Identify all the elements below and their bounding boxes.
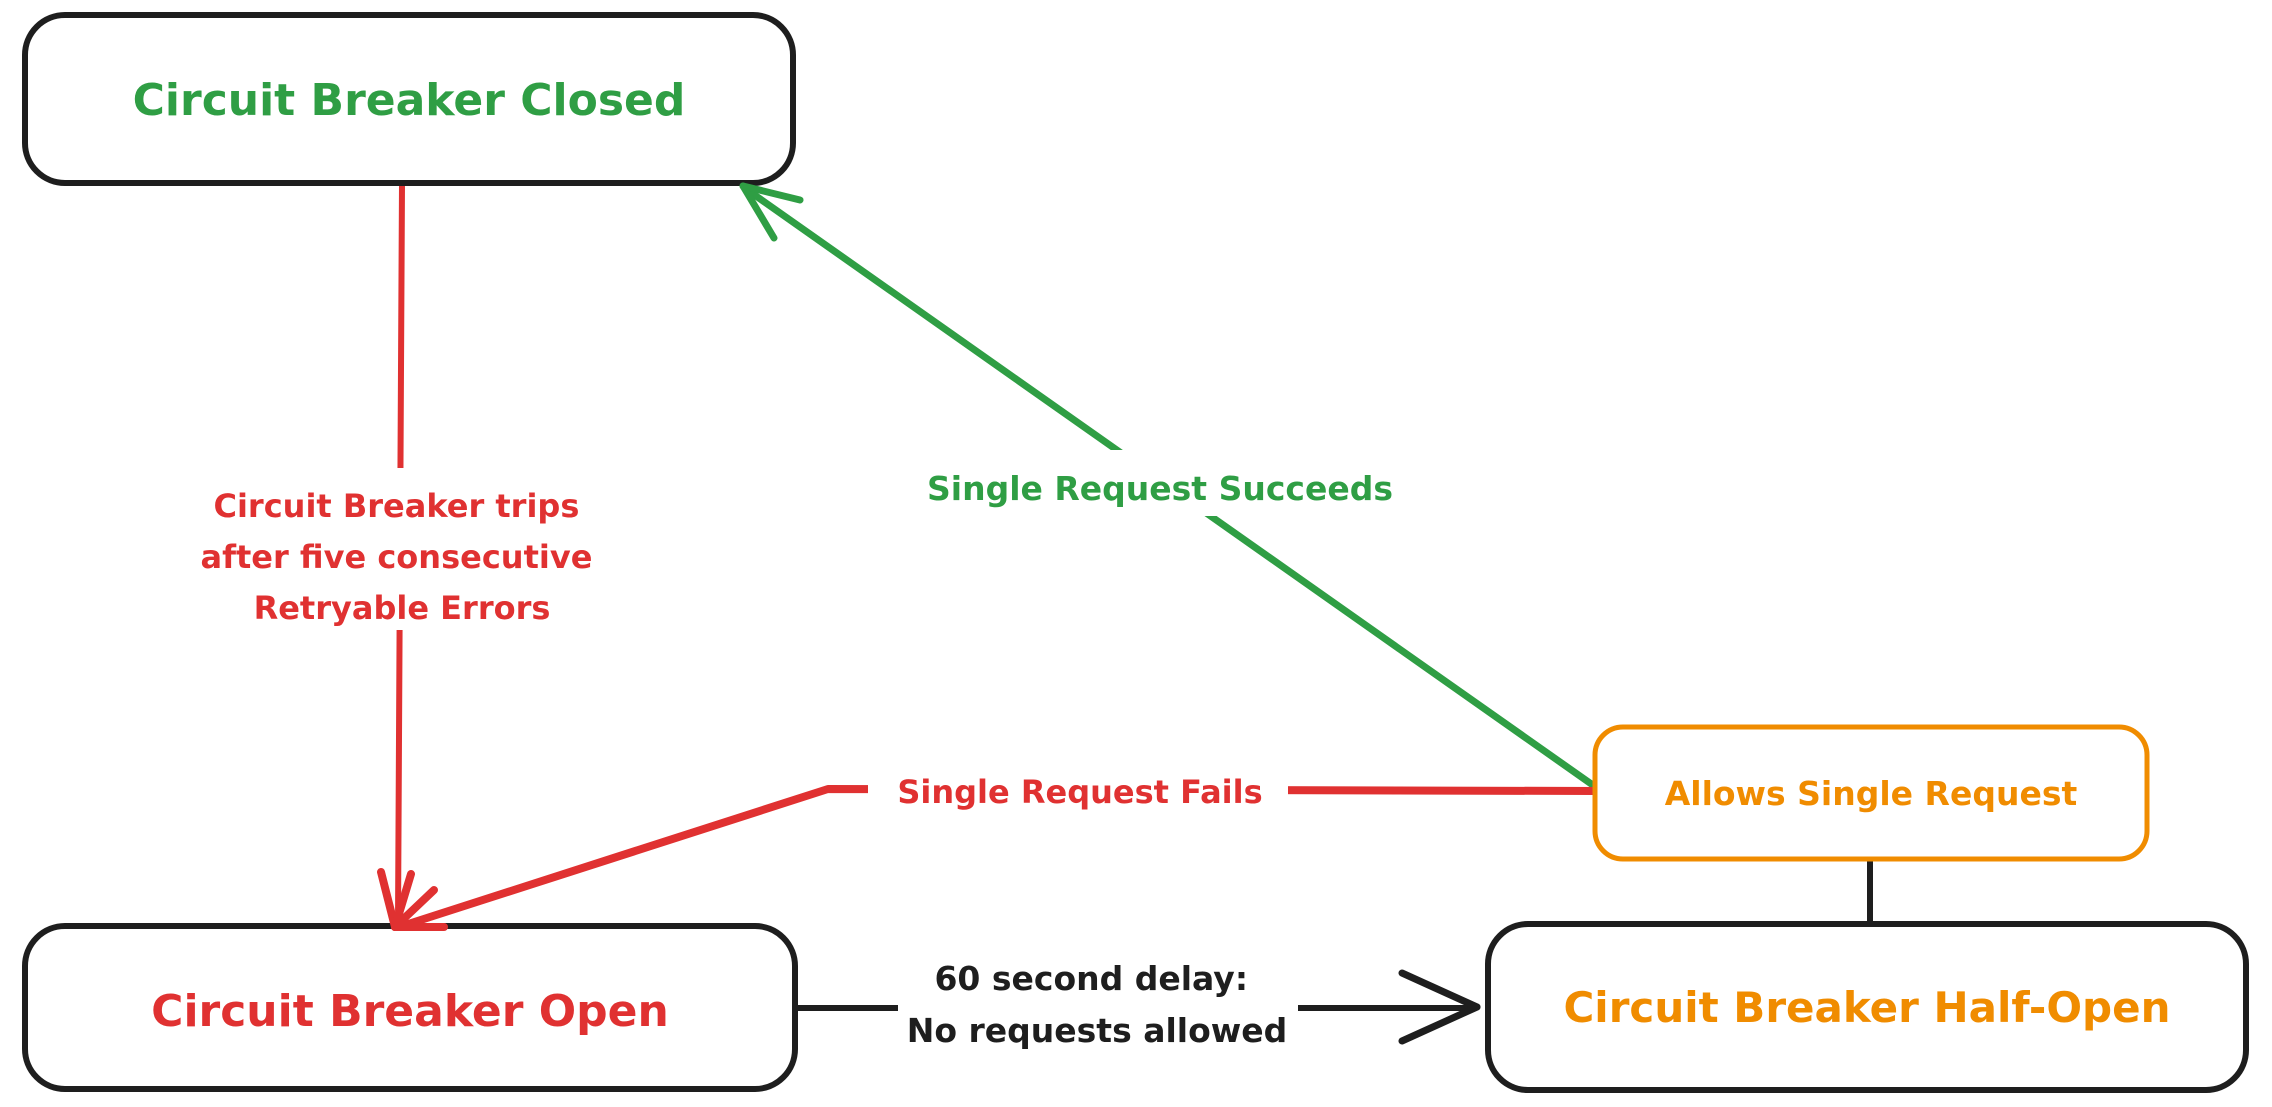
edge-succeeds-label-text: Single Request Succeeds (927, 469, 1393, 508)
edge-trips-label-bg (165, 468, 640, 630)
edge-succeeds-label: Single Request Succeeds (900, 450, 1424, 516)
edge-delay-label: 60 second delay: No requests allowed (898, 948, 1298, 1060)
node-closed-label: Circuit Breaker Closed (133, 75, 686, 126)
edge-delay-label-bg (898, 948, 1298, 1060)
node-allows-single-request-label: Allows Single Request (1665, 774, 2078, 813)
node-half-open-label: Circuit Breaker Half-Open (1563, 983, 2170, 1032)
edge-fails-line (398, 785, 1601, 930)
arrowhead-into-half-open (1398, 969, 1481, 1045)
node-closed-box (22, 12, 796, 186)
edge-succeeds-label-bg (900, 450, 1424, 516)
edge-fails (398, 785, 1601, 930)
edge-fails-label-text: Single Request Fails (897, 773, 1262, 811)
edge-delay-label-text: 60 second delay: No requests allowed (907, 959, 1288, 1050)
node-allows-single-request-box (1592, 724, 2150, 862)
arrowhead-into-open (377, 868, 448, 931)
arrowhead-into-closed (739, 182, 804, 242)
node-closed: Circuit Breaker Closed (22, 12, 796, 186)
edge-fails-label-bg (868, 760, 1288, 820)
node-allows-single-request: Allows Single Request (1592, 724, 2150, 862)
edge-trips-label: Circuit Breaker trips after five consecu… (165, 468, 640, 630)
edge-fails-label: Single Request Fails (868, 760, 1288, 820)
node-half-open-box (1485, 921, 2249, 1093)
node-open: Circuit Breaker Open (22, 923, 798, 1092)
edge-trips-label-text: Circuit Breaker trips after five consecu… (200, 487, 603, 627)
node-open-label: Circuit Breaker Open (151, 986, 669, 1037)
node-half-open: Circuit Breaker Half-Open (1485, 921, 2249, 1093)
